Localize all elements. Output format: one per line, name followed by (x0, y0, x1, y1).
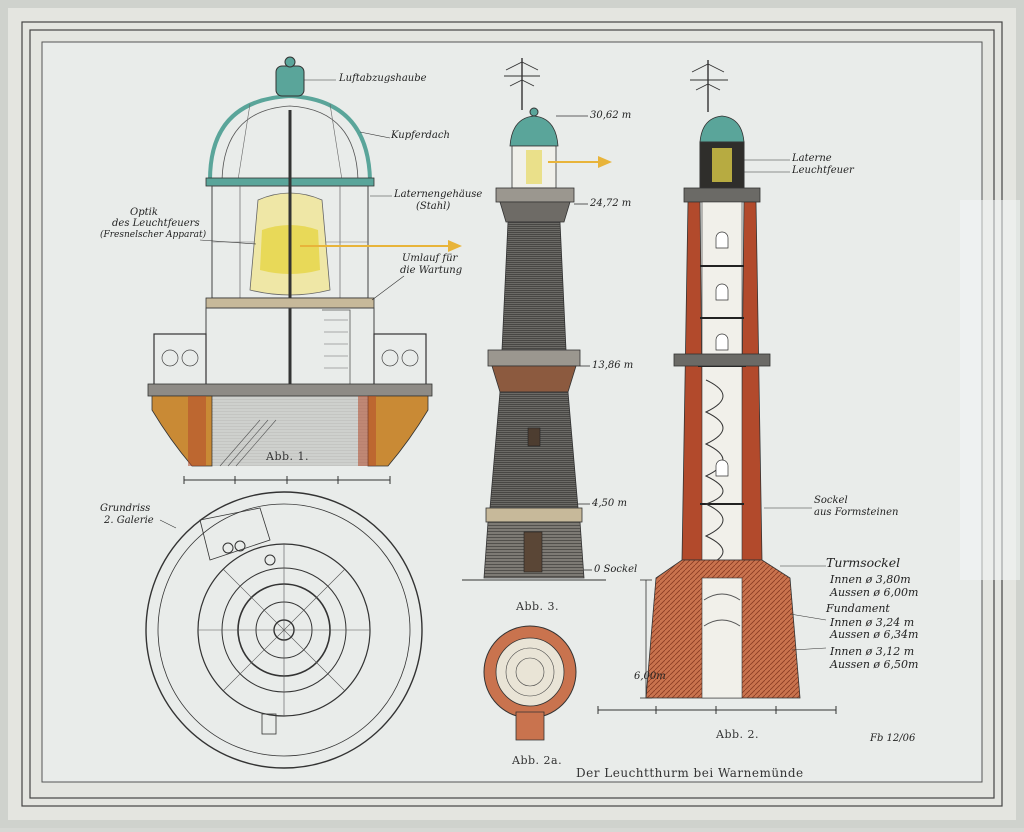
label-laternengehaeuse: Laternengehäuse (394, 189, 483, 200)
caption-abb2: Abb. 2. (716, 728, 760, 741)
label-sockel: Sockel (814, 495, 848, 506)
label-fundament-innen-2: Innen ø 3,12 m (830, 645, 915, 658)
abb1-lantern-section (147, 56, 462, 484)
signature: Fb 12/06 (870, 733, 916, 744)
label-turmsockel-innen: Innen ø 3,80m (830, 573, 911, 586)
height-30-62: 30,62 m (590, 110, 632, 121)
label-fundament-innen-1: Innen ø 3,24 m (830, 616, 915, 629)
grundriss-plan (145, 491, 423, 769)
caption-abb1: Abb. 1. (266, 450, 310, 463)
label-kupferdach: Kupferdach (391, 130, 450, 141)
height-0-sockel: 0 Sockel (594, 564, 638, 575)
abb2-tower-section (597, 60, 837, 714)
height-4-50: 4,50 m (592, 498, 627, 509)
drawing-title: Der Leuchtthurm bei Warnemünde (576, 766, 804, 780)
height-13-86: 13,86 m (592, 360, 634, 371)
label-laternengehaeuse-stahl: (Stahl) (416, 201, 451, 212)
label-umlauf: Umlauf für (402, 253, 458, 264)
label-grundriss: Grundriss (100, 503, 151, 514)
caption-abb3: Abb. 3. (516, 600, 560, 613)
label-leuchtfeuer: Leuchtfeuer (792, 165, 854, 176)
abb2a-base-plan (483, 625, 577, 741)
label-laterne: Laterne (792, 153, 832, 164)
label-fundament-aussen-2: Aussen ø 6,50m (830, 658, 919, 671)
label-fresnel: (Fresnelscher Apparat) (100, 230, 207, 240)
label-optik-leuchtfeuer: des Leuchtfeuers (112, 218, 200, 229)
label-turmsockel: Turmsockel (826, 555, 901, 570)
label-depth: 6,00m (634, 671, 666, 682)
label-formsteinen: aus Formsteinen (814, 507, 899, 518)
label-galerie: 2. Galerie (104, 515, 154, 526)
caption-abb2a: Abb. 2a. (512, 754, 563, 767)
abb3-tower-elevation (462, 58, 612, 581)
label-optik: Optik (130, 207, 158, 218)
height-24-72: 24,72 m (590, 198, 632, 209)
glare (960, 200, 1020, 580)
label-luftabzugshaube: Luftabzugshaube (339, 73, 427, 84)
label-fundament-aussen-1: Aussen ø 6,34m (830, 628, 919, 641)
label-fundament: Fundament (826, 602, 890, 615)
label-turmsockel-aussen: Aussen ø 6,00m (830, 586, 919, 599)
abb1-leaders (159, 79, 405, 529)
label-wartung: die Wartung (400, 265, 463, 276)
